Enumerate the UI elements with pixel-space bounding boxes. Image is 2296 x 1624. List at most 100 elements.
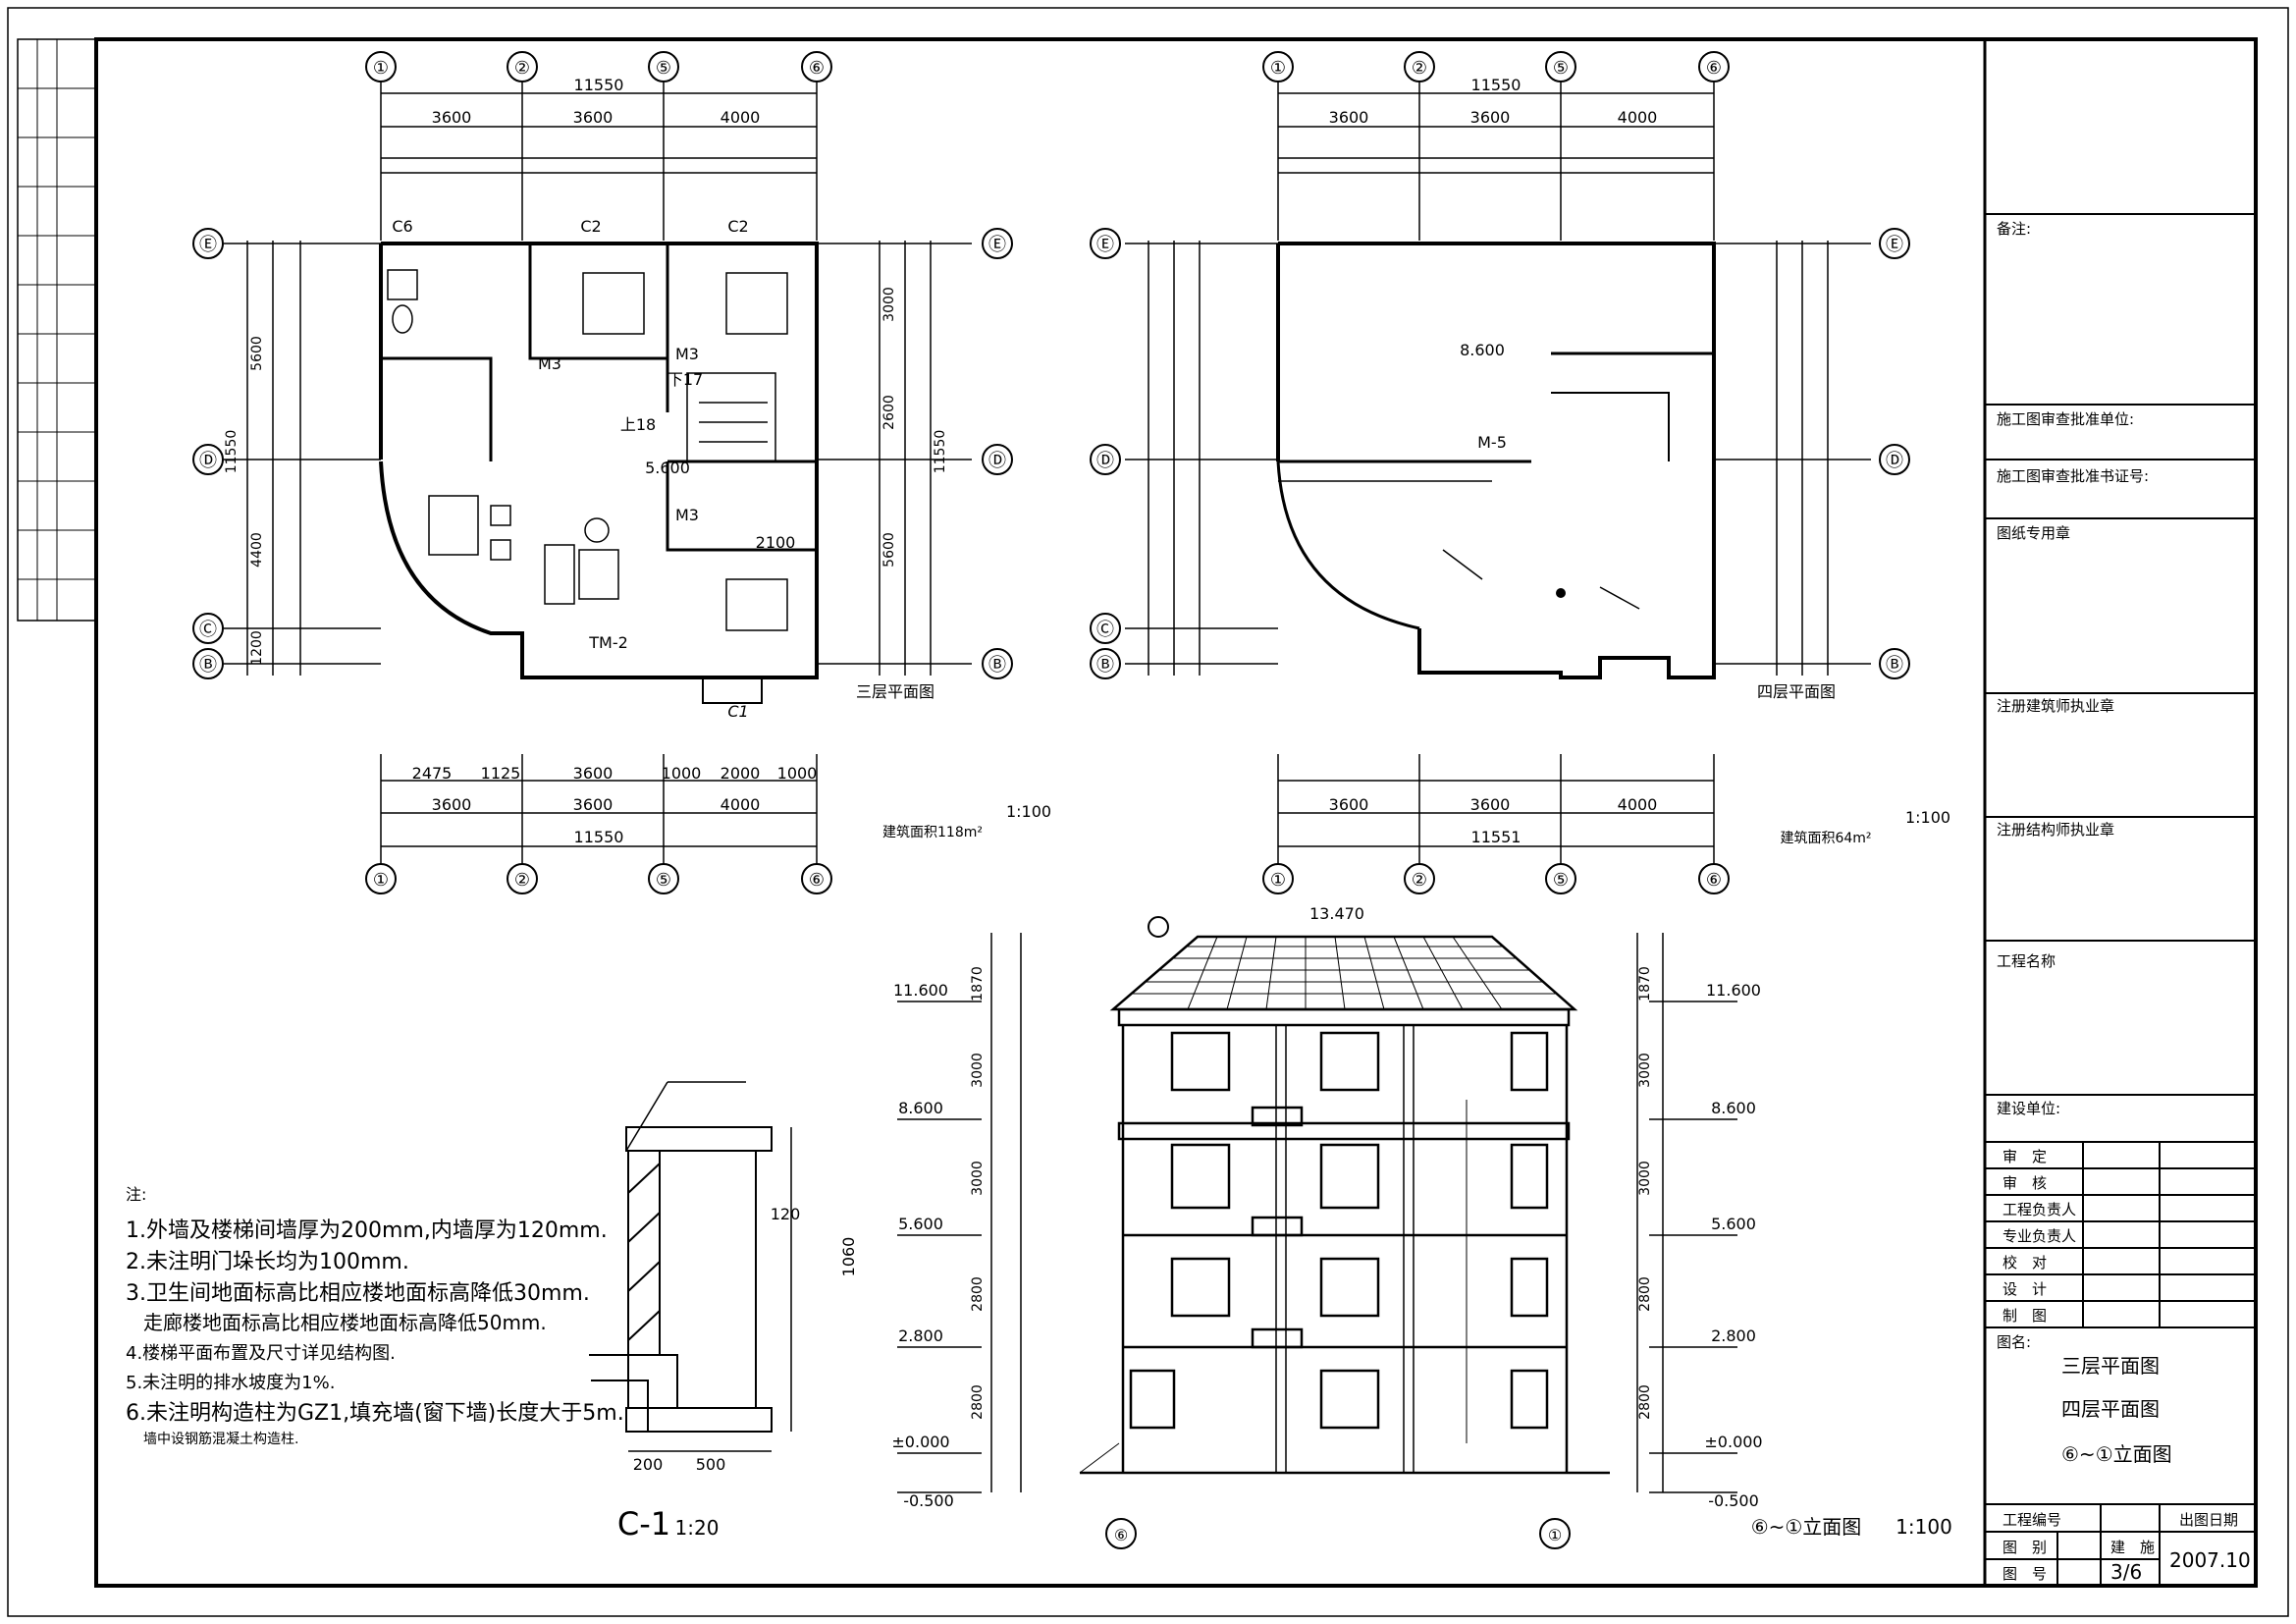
elevation-mark: 5.600	[645, 459, 690, 477]
axis4-b-right: Ⓑ	[1886, 655, 1903, 676]
elevation-axis-bubbles	[1105, 916, 1571, 1549]
detail-note-120: 120	[771, 1205, 801, 1223]
axis4-5: ⑤	[1553, 58, 1569, 79]
axis4-c: Ⓒ	[1096, 620, 1114, 640]
elev-dim-r2: 3000	[1637, 1053, 1653, 1088]
dim-bottom-1: 3600	[432, 795, 472, 814]
window-c1: C1	[727, 702, 748, 721]
plan4-dim-b3: 4000	[1618, 795, 1658, 814]
axis-1-bottom: ①	[373, 870, 389, 891]
dim-top-2: 3600	[573, 108, 614, 127]
plan4-dim-1: 3600	[1329, 108, 1369, 127]
axis4-e-right: Ⓔ	[1886, 235, 1903, 255]
axis4-6: ⑥	[1706, 58, 1722, 79]
design-label: 设 计	[2002, 1280, 2047, 1298]
elev-level-r2: 8.600	[1711, 1099, 1756, 1117]
plan3-scale: 1:100	[1006, 802, 1051, 821]
elev-dim-l4: 2800	[970, 1276, 986, 1312]
note-5: 5.未注明的排水坡度为1%.	[126, 1373, 335, 1393]
plan3-area: 建筑面积118m²	[882, 825, 983, 840]
dim-left-4400: 4400	[249, 532, 265, 568]
plan4-dim-2: 3600	[1470, 108, 1511, 127]
title-block-text: 备注: 施工图审查批准单位: 施工图审查批准书证号: 图纸专用章 注册建筑师执业…	[1997, 220, 2251, 1584]
draw-label: 制 图	[2002, 1307, 2047, 1325]
dim-bottom-a: 2475	[412, 764, 453, 783]
project-name-label: 工程名称	[1997, 952, 2056, 970]
architect-seal-label: 注册建筑师执业章	[1997, 697, 2114, 715]
elev-level-r6: -0.500	[1708, 1491, 1759, 1510]
structural-seal-label: 注册结构师执业章	[1997, 821, 2114, 839]
dim-bottom-c: 3600	[573, 764, 614, 783]
elev-dim-r1: 1870	[1637, 966, 1653, 1001]
axis-e: Ⓔ	[199, 235, 217, 255]
dim-right-2600: 2600	[881, 395, 897, 430]
elev-axis-1: ①	[1548, 1526, 1562, 1544]
third-axis-bubbles	[192, 51, 1013, 894]
axis-5-bottom: ⑤	[656, 870, 671, 891]
axis-5: ⑤	[656, 58, 671, 79]
plan4-level: 8.600	[1460, 341, 1505, 359]
elev-dim-l1: 1870	[970, 966, 986, 1001]
plan4-dim-b1: 3600	[1329, 795, 1369, 814]
door-m3-c: M3	[675, 506, 699, 524]
sheet-frame	[7, 7, 2289, 1617]
plan4-dim-3: 4000	[1618, 108, 1658, 127]
dim-bottom-total: 11550	[574, 828, 624, 846]
axis-d: Ⓓ	[199, 451, 217, 471]
axis-2: ②	[514, 58, 530, 79]
third-floor-plan: ① ② ⑤ ⑥ ① ② ⑤ ⑥ Ⓔ Ⓓ Ⓒ Ⓑ Ⓔ Ⓓ Ⓑ 11550 3600…	[192, 51, 1051, 894]
axis4-1-bottom: ①	[1270, 870, 1286, 891]
issue-date-label: 出图日期	[2179, 1511, 2238, 1529]
review-unit-label: 施工图审查批准单位:	[1997, 410, 2134, 428]
elev-level-5: ±0.000	[891, 1433, 949, 1451]
door-tm2: TM-2	[588, 633, 628, 652]
drawing-name-label: 图名:	[1997, 1333, 2031, 1351]
note-3: 3.卫生间地面标高比相应楼地面标高降低30mm.	[126, 1281, 590, 1306]
plan4-dim-total-bottom: 11551	[1471, 828, 1522, 846]
project-no-label: 工程编号	[2002, 1511, 2061, 1529]
axis4-b: Ⓑ	[1096, 655, 1114, 676]
elev-dim-l5: 2800	[970, 1384, 986, 1420]
elev-level-r4: 2.800	[1711, 1326, 1756, 1345]
sheet-no-label: 图 号	[2002, 1565, 2047, 1583]
axis4-5-bottom: ⑤	[1553, 870, 1569, 891]
plan4-door: M-5	[1477, 433, 1507, 452]
review-cert-label: 施工图审查批准书证号:	[1997, 467, 2149, 485]
dim-bottom-b: 1125	[481, 764, 521, 783]
elev-dim-r5: 2800	[1637, 1384, 1653, 1420]
notes-heading: 注:	[126, 1185, 146, 1204]
elev-dim-l2: 3000	[970, 1053, 986, 1088]
elev-level-1: 11.600	[893, 981, 948, 1000]
proof-label: 校 对	[2002, 1254, 2047, 1272]
stair-up: 上18	[620, 415, 656, 434]
elev-level-r1: 11.600	[1706, 981, 1761, 1000]
engineer-label: 工程负责人	[2002, 1201, 2076, 1218]
elev-title: ⑥~①立面图	[1751, 1515, 1862, 1539]
client-label: 建设单位:	[1997, 1100, 2060, 1117]
axis4-1: ①	[1270, 58, 1286, 79]
dim-bottom-3: 4000	[721, 795, 761, 814]
note-3b: 走廊楼地面标高比相应楼地面标高降低50mm.	[143, 1311, 547, 1334]
window-detail: 200 500 1060 120 C-1 1:20	[589, 1081, 858, 1543]
axis4-d: Ⓓ	[1096, 451, 1114, 471]
fourth-floor-plan: ① ② ⑤ ⑥ ① ② ⑤ ⑥ Ⓔ Ⓓ Ⓒ Ⓑ Ⓔ Ⓓ Ⓑ 11550 3600…	[1090, 51, 1950, 894]
axis4-6-bottom: ⑥	[1706, 870, 1722, 891]
remarks-label: 备注:	[1997, 220, 2031, 238]
dim-bottom-d: 1000	[662, 764, 702, 783]
plan4-area: 建筑面积64m²	[1780, 831, 1871, 846]
note-6: 6.未注明构造柱为GZ1,填充墙(窗下墙)长度大于5m.	[126, 1401, 624, 1426]
approve-label: 审 定	[2002, 1148, 2047, 1165]
notes-block: 注: 1.外墙及楼梯间墙厚为200mm,内墙厚为120mm. 2.未注明门垛长均…	[126, 1185, 624, 1447]
elev-level-4: 2.800	[898, 1326, 943, 1345]
detail-scale: 1:20	[675, 1516, 720, 1540]
axis4-d-right: Ⓓ	[1886, 451, 1903, 471]
detail-dim-500: 500	[696, 1455, 726, 1474]
check-label: 审 核	[2002, 1174, 2047, 1192]
elevation-windows	[1129, 1031, 1549, 1430]
window-c6: C6	[392, 217, 412, 236]
plan3-title: 三层平面图	[856, 682, 934, 701]
elev-level-r5: ±0.000	[1704, 1433, 1762, 1451]
axis4-e: Ⓔ	[1096, 235, 1114, 255]
elev-level-r3: 5.600	[1711, 1215, 1756, 1233]
elev-level-3: 5.600	[898, 1215, 943, 1233]
